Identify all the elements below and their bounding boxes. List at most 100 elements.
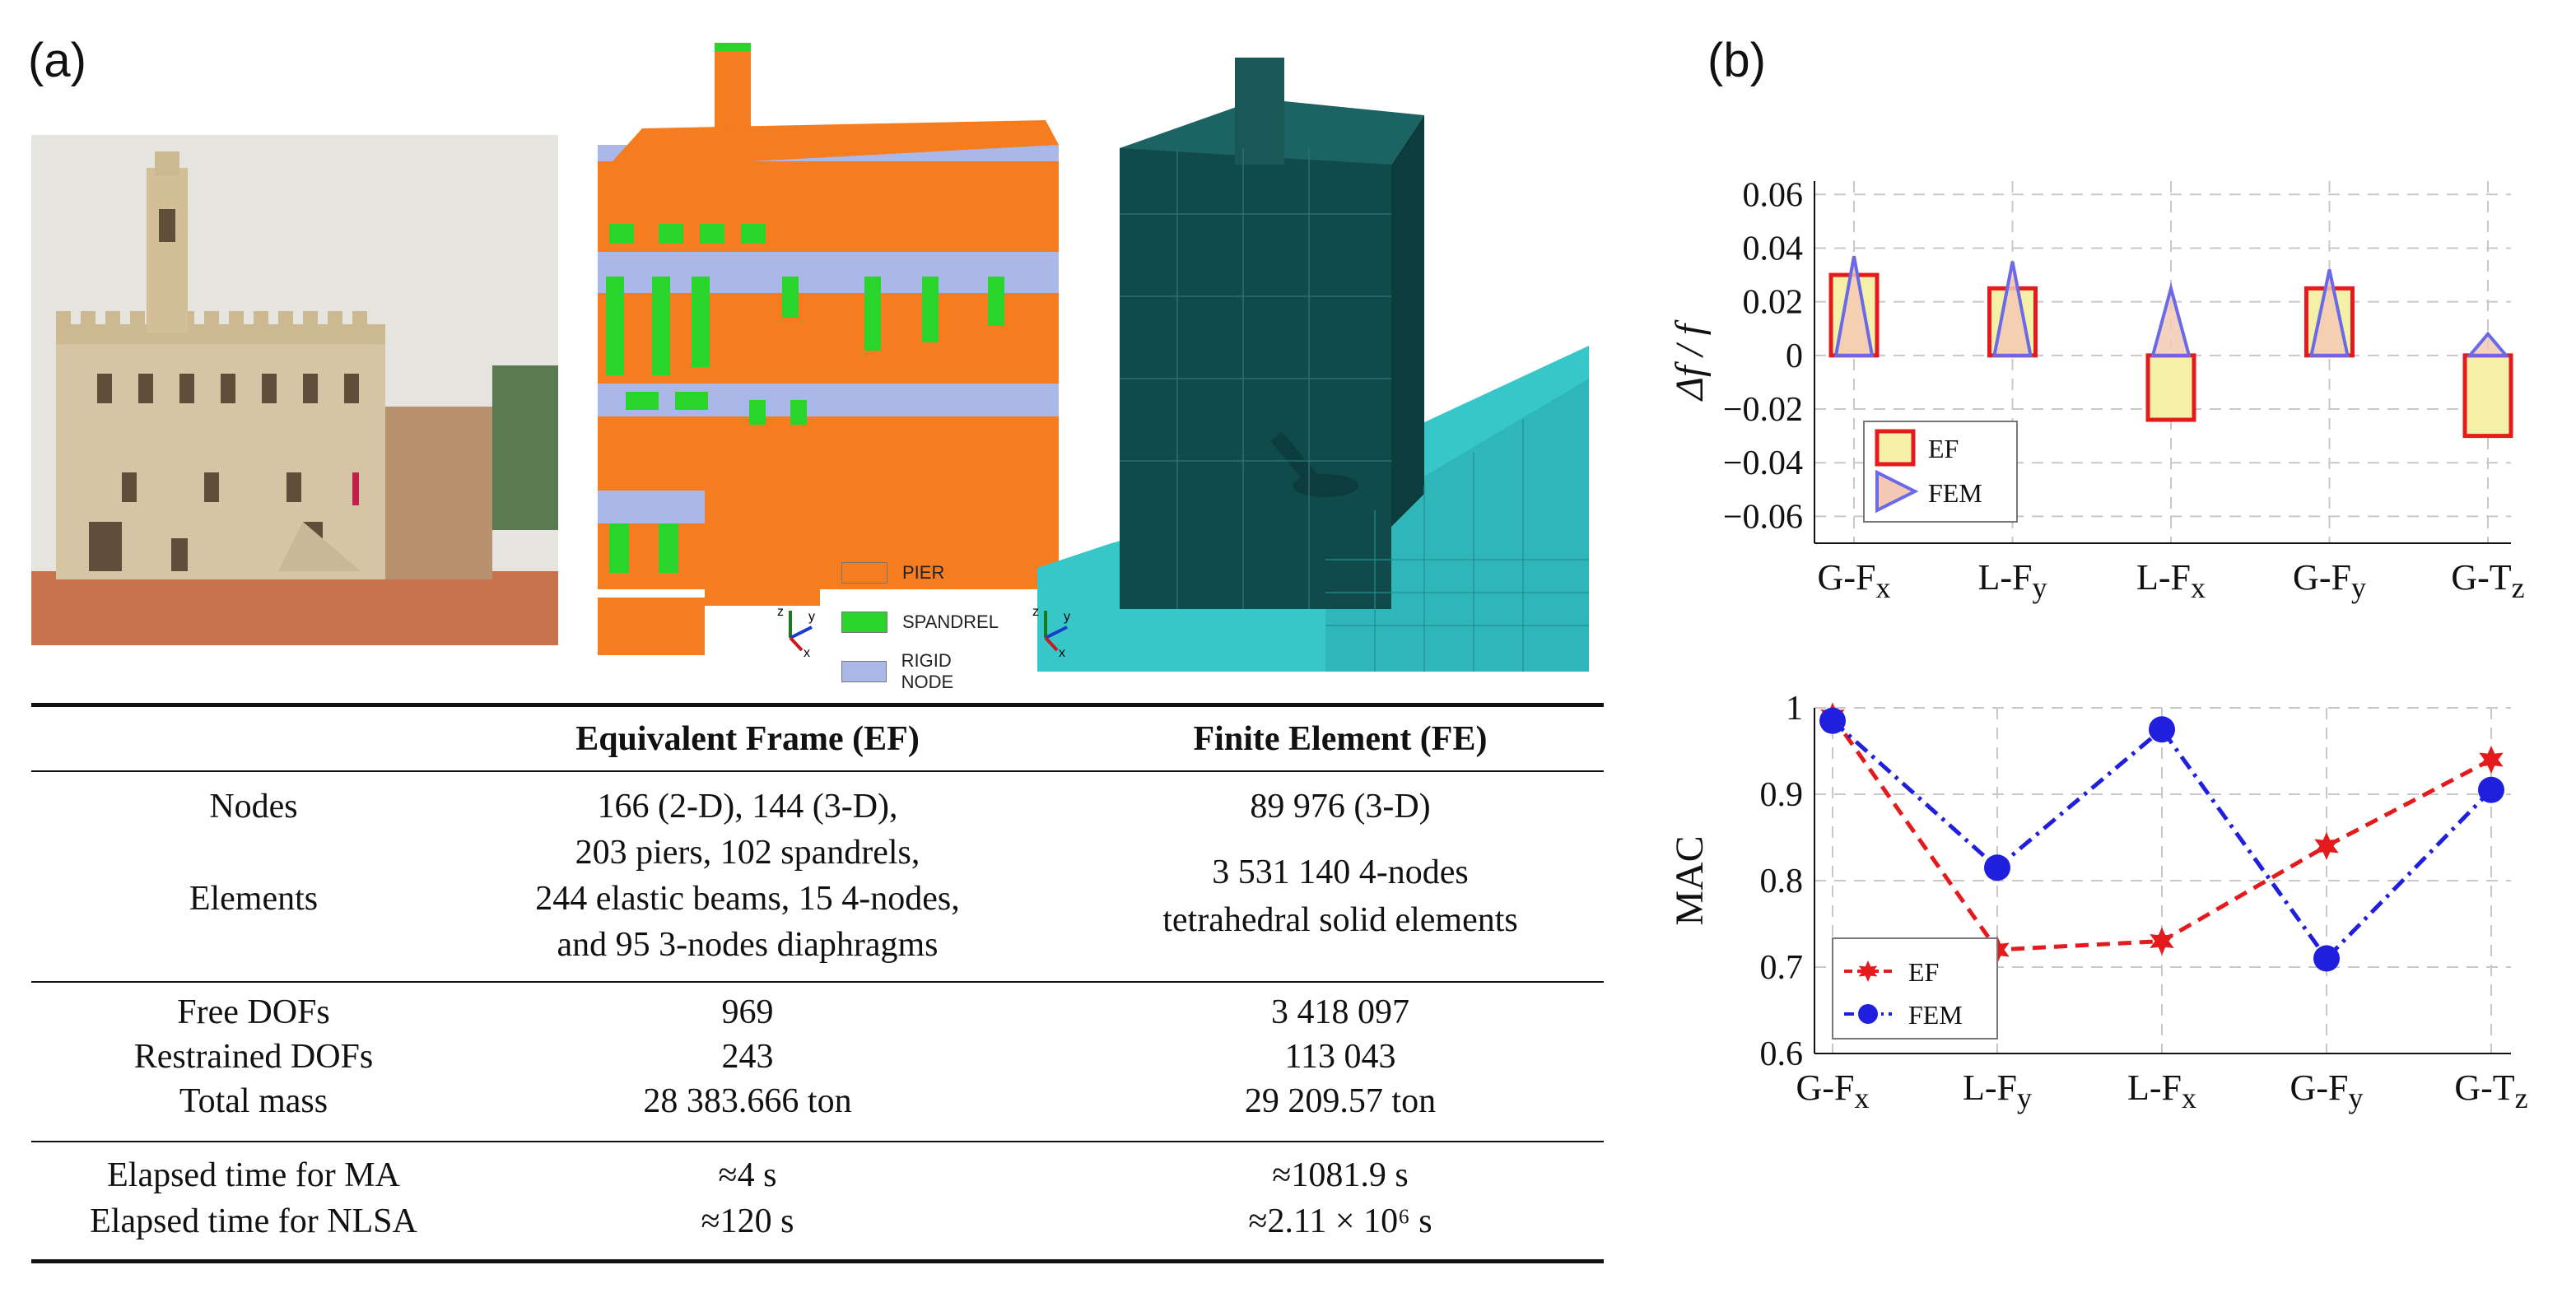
legend-ef-marker [1875,429,1916,467]
y-tick-label: 0 [1786,337,1803,375]
axis-z-label: z [1032,605,1039,619]
row-label-restrained-dofs: Restrained DOFs [133,1038,374,1076]
axis-y-label: y [808,610,815,624]
legend-fem-label: FEM [1908,1000,1963,1030]
legend-ef-label: EF [1908,957,1939,987]
fem-series-line [1831,719,2493,962]
y-tick-label: 0.8 [1760,863,1804,900]
equivalent-frame-model [576,30,1070,672]
fem-triangle [1992,261,2033,357]
ef-model-legend: PIER SPANDREL RIGID NODE [841,548,1006,696]
x-tick-label: G-Fx [1796,1067,1870,1114]
y-tick-label: 0.06 [1743,176,1804,214]
building-photo [31,135,558,645]
legend-label-pier: PIER [902,562,945,583]
panel-label-a: (a) [28,34,86,87]
axis-y-label: y [1064,610,1070,624]
fem-triangle [2466,331,2510,357]
y-tick-label: 0.04 [1743,230,1804,267]
ef-free-dofs: 969 [721,993,774,1031]
x-tick-label: G-Tz [2454,1067,2527,1114]
model-comparison-table: Equivalent Frame (EF) Finite Element (FE… [31,698,1604,1274]
table-bottom-rule [31,1259,1604,1263]
x-tick-label: L-Fx [2136,557,2206,604]
legend-fem-label: FEM [1928,478,1982,508]
ef-elements-line-1: 203 piers, 102 spandrels, [575,834,920,872]
fe-total-mass: 29 209.57 ton [1244,1082,1437,1120]
axis-x-label: x [804,646,810,658]
table-rule-2 [31,981,1604,983]
legend-row-spandrel: SPANDREL [841,598,1006,647]
finite-element-model [1029,49,1597,672]
ef-point [2150,927,2174,956]
legend-ef-marker [1858,960,1878,982]
spandrel-swatch [841,612,887,633]
row-label-elapsed-ma: Elapsed time for MA [107,1156,400,1194]
panel-label-b: (b) [1707,34,1766,87]
fem-triangle [2309,269,2350,357]
ef-bar [2145,353,2196,422]
fem-point [2313,945,2340,972]
ef-elapsed-nlsa: ≈120 s [701,1202,794,1240]
legend-fem-marker [1875,469,1919,514]
ef-point [2479,746,2504,774]
ef-elapsed-ma: ≈4 s [718,1156,777,1194]
y-tick-label: 0.7 [1760,949,1804,987]
ef-bar [2462,353,2513,439]
y-axis-title: MAC [1671,835,1712,925]
row-label-elements: Elements [189,880,319,918]
fem-triangle [2150,281,2192,357]
row-label-nodes: Nodes [209,788,298,826]
y-tick-label: −0.04 [1723,444,1803,482]
ef-restrained-dofs: 243 [721,1038,774,1076]
fe-elements-line-2: tetrahedral solid elements [1162,901,1518,939]
fem-point [1984,854,2010,881]
fe-restrained-dofs: 113 043 [1284,1038,1396,1076]
legend-row-pier: PIER [841,548,1006,598]
y-tick-label: −0.06 [1723,498,1803,536]
axis-z-label: z [777,605,784,619]
fem-point [2478,776,2504,803]
fem-point [1819,707,1846,734]
rigid-node-swatch [841,661,887,682]
header-ef: Equivalent Frame (EF) [575,720,920,758]
ef-nodes-value: 166 (2-D), 144 (3-D), [597,788,898,826]
legend-box [1832,937,1998,1040]
x-tick-label: L-Fy [1963,1067,2032,1114]
fe-free-dofs: 3 418 097 [1271,993,1409,1031]
y-tick-label: 0.6 [1760,1035,1804,1073]
chart1-legend: EF FEM [1863,421,2018,523]
y-tick-label: 1 [1786,691,1803,728]
x-tick-label: G-Fy [2290,1067,2364,1114]
legend-label-rigid-node: RIGID NODE [901,650,954,692]
table-rule-3 [31,1141,1604,1142]
chart2-legend: EF FEM [1832,937,1998,1040]
fe-elapsed-ma: ≈1081.9 s [1272,1156,1409,1194]
legend-ef-label: EF [1928,434,1959,463]
y-axis-title: Δf / f [1671,319,1712,402]
row-label-elapsed-nlsa: Elapsed time for NLSA [90,1202,417,1240]
table-top-rule [31,703,1604,707]
pier-swatch [841,562,887,584]
fem-point [2149,716,2175,743]
axis-x-label: x [1059,646,1065,658]
fe-axes-icon: z y x [1029,601,1078,660]
y-tick-label: 0.9 [1760,776,1804,814]
legend-row-rigid-node: RIGID NODE [841,647,1006,696]
table-header-rule [31,770,1604,772]
header-fe: Finite Element (FE) [1193,720,1488,758]
ef-elements-line-2: 244 elastic beams, 15 4-nodes, [535,880,960,918]
row-label-free-dofs: Free DOFs [177,993,330,1031]
y-tick-label: −0.02 [1723,391,1803,429]
x-tick-label: G-Tz [2451,557,2524,604]
ef-point [2314,832,2339,860]
row-label-total-mass: Total mass [179,1082,328,1120]
legend-fem-marker [1858,1004,1878,1024]
fe-nodes-value: 89 976 (3-D) [1250,788,1431,826]
fe-elements-line-1: 3 531 140 4-nodes [1212,853,1469,891]
ef-elements-line-3: and 95 3-nodes diaphragms [557,926,939,964]
legend-label-spandrel: SPANDREL [902,612,999,632]
x-tick-label: G-Fx [1818,557,1891,604]
